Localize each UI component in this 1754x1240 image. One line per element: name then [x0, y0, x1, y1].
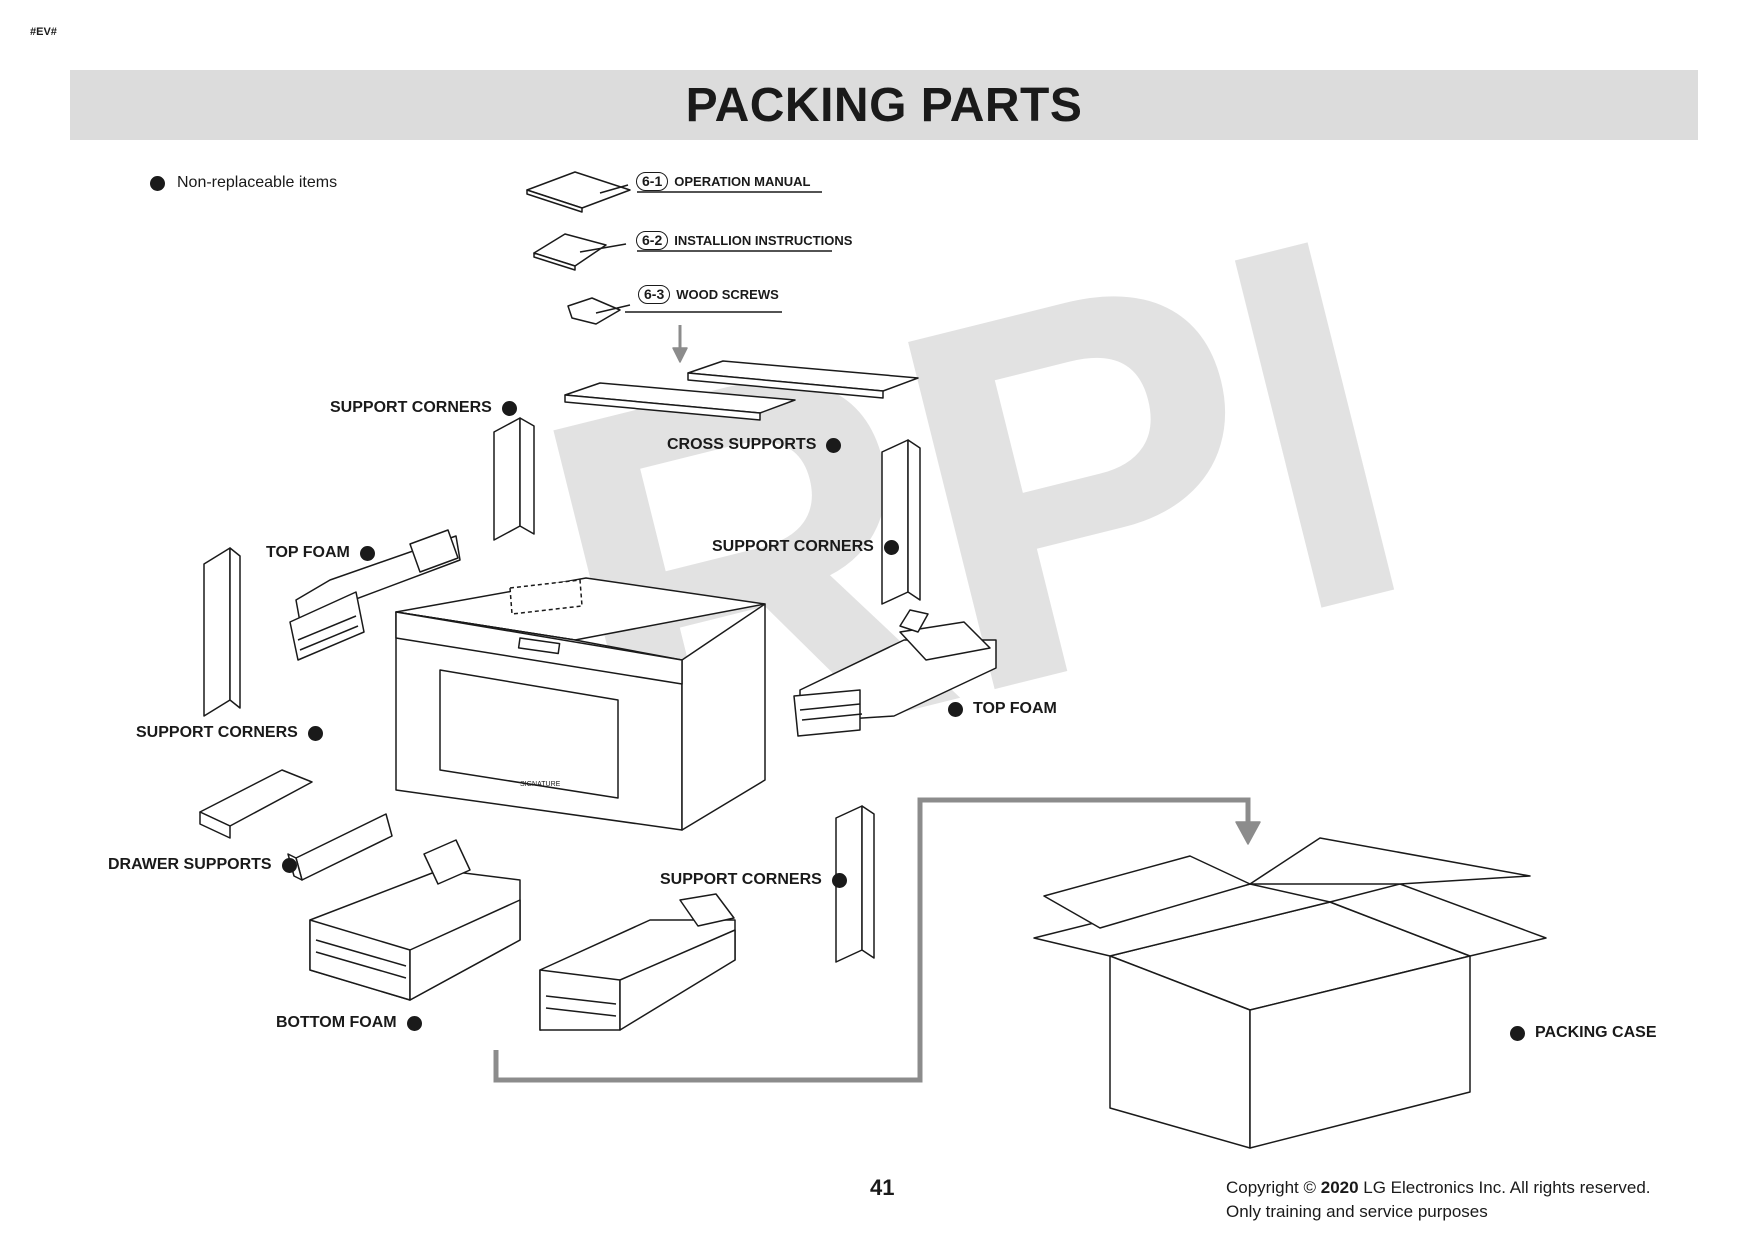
part-code-badge: 6-1: [636, 172, 669, 191]
document-code: #EV#: [30, 26, 57, 38]
label-text: TOP FOAM: [973, 700, 1057, 717]
label-text: BOTTOM FOAM: [276, 1014, 397, 1031]
filled-dot-icon: [359, 545, 375, 561]
label-packing-case: PACKING CASE: [1510, 1024, 1657, 1042]
svg-text:SIGNATURE: SIGNATURE: [520, 781, 561, 788]
copyright-line: Copyright © 2020 LG Electronics Inc. All…: [1226, 1176, 1651, 1200]
legend-text: Non-replaceable items: [177, 174, 338, 191]
label-text: PACKING CASE: [1535, 1024, 1657, 1041]
label-top-foam-left: TOP FOAM: [266, 544, 375, 562]
label-text: DRAWER SUPPORTS: [108, 856, 272, 873]
copyright-year: 2020: [1320, 1178, 1359, 1197]
part-code-badge: 6-2: [636, 231, 669, 250]
filled-dot-icon: [406, 1015, 422, 1031]
filled-dot-icon: [150, 175, 165, 191]
cross-supports-drawing: [564, 360, 919, 421]
page-title: PACKING PARTS: [685, 78, 1083, 132]
title-band: PACKING PARTS: [70, 70, 1698, 140]
bottom-foam-right-drawing: [539, 893, 736, 1031]
copyright-suffix: LG Electronics Inc. All rights reserved.: [1358, 1178, 1651, 1197]
accessory-operation-manual: 6-1 OPERATION MANUAL: [636, 172, 811, 191]
top-foam-left-drawing: [289, 529, 461, 661]
label-text: CROSS SUPPORTS: [667, 436, 817, 453]
label-text: SUPPORT CORNERS: [712, 538, 874, 555]
copyright-notice: Copyright © 2020 LG Electronics Inc. All…: [1226, 1176, 1651, 1224]
label-support-corners-right: SUPPORT CORNERS: [712, 538, 899, 556]
filled-dot-icon: [281, 857, 297, 873]
installation-instructions-drawing: [533, 233, 627, 271]
label-text: SUPPORT CORNERS: [660, 871, 822, 888]
accessory-installation-instructions: 6-2 INSTALLION INSTRUCTIONS: [636, 231, 852, 250]
label-top-foam-right: TOP FOAM: [948, 700, 1057, 718]
label-text: TOP FOAM: [266, 544, 350, 561]
filled-dot-icon: [948, 701, 963, 717]
filled-dot-icon: [883, 539, 899, 555]
oven-drawing: SIGNATURE: [395, 577, 766, 831]
legend: Non-replaceable items: [150, 174, 337, 192]
label-text: SUPPORT CORNERS: [330, 399, 492, 416]
part-code-badge: 6-3: [638, 285, 671, 304]
wood-screws-bag-drawing: [567, 297, 631, 325]
support-corner-drawing: [835, 805, 875, 963]
flow-arrow: [493, 797, 1251, 1083]
filled-dot-icon: [307, 725, 323, 741]
filled-dot-icon: [1510, 1025, 1525, 1041]
accessory-wood-screws: 6-3 WOOD SCREWS: [638, 285, 779, 304]
filled-dot-icon: [826, 437, 842, 453]
label-bottom-foam: BOTTOM FOAM: [276, 1014, 422, 1032]
label-cross-supports: CROSS SUPPORTS: [667, 436, 842, 454]
label-drawer-supports: DRAWER SUPPORTS: [108, 856, 297, 874]
accessory-label: OPERATION MANUAL: [674, 174, 811, 189]
accessory-label: INSTALLION INSTRUCTIONS: [674, 233, 853, 248]
accessory-label: WOOD SCREWS: [676, 287, 779, 302]
copyright-prefix: Copyright ©: [1226, 1178, 1321, 1197]
page-number: 41: [870, 1175, 895, 1200]
top-foam-right-drawing: [793, 609, 997, 737]
packing-case-drawing: [1033, 837, 1547, 1149]
bottom-foam-left-drawing: [309, 839, 521, 1001]
label-support-corners-top-left: SUPPORT CORNERS: [330, 399, 517, 417]
operation-manual-drawing: [526, 171, 631, 213]
label-support-corners-left: SUPPORT CORNERS: [136, 724, 323, 742]
support-corner-drawing: [493, 417, 535, 541]
support-corner-drawing: [203, 547, 241, 717]
filled-dot-icon: [501, 400, 517, 416]
usage-notice: Only training and service purposes: [1226, 1202, 1488, 1221]
label-support-corners-bottom: SUPPORT CORNERS: [660, 871, 847, 889]
support-corner-drawing: [881, 439, 921, 605]
filled-dot-icon: [831, 872, 847, 888]
label-text: SUPPORT CORNERS: [136, 724, 298, 741]
